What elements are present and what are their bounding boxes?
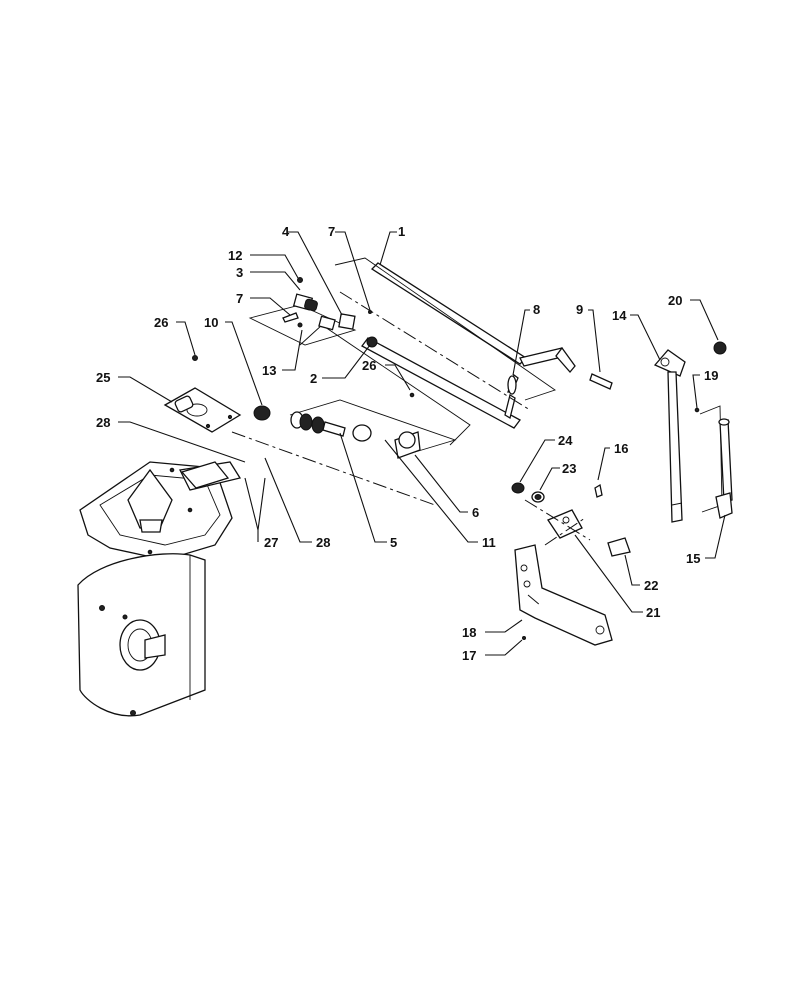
callout-28a: 28 [96, 415, 110, 430]
callout-1: 1 [398, 224, 405, 239]
callout-16: 16 [614, 441, 628, 456]
knob-20 [713, 341, 727, 355]
leader-lines [118, 231, 726, 656]
callout-20: 20 [668, 293, 682, 308]
callout-27: 27 [264, 535, 278, 550]
lever-14 [653, 349, 686, 523]
callout-26a: 26 [154, 315, 168, 330]
bracket-28 [180, 461, 230, 489]
center-shaft-assembly [192, 355, 457, 459]
linkage-assembly-upper [248, 277, 378, 348]
callout-10: 10 [204, 315, 218, 330]
mounting-plate-25 [163, 387, 242, 433]
callout-6: 6 [472, 505, 479, 520]
callout-13: 13 [262, 363, 276, 378]
callout-2: 2 [310, 371, 317, 386]
rod-8 [504, 373, 519, 420]
bracket-18 [514, 544, 613, 646]
lower-rod [299, 324, 521, 446]
center-lines [231, 291, 591, 606]
callout-15: 15 [686, 551, 700, 566]
callout-26b: 26 [362, 358, 376, 373]
rod-15 [694, 405, 733, 519]
callout-28b: 28 [316, 535, 330, 550]
rod-plane [334, 257, 556, 401]
upper-rod-1 [370, 262, 576, 374]
callout-23: 23 [562, 461, 576, 476]
pin-9 [589, 373, 613, 390]
callout-22: 22 [644, 578, 658, 593]
chute-housing-assembly [77, 461, 242, 717]
callout-9: 9 [576, 302, 583, 317]
callout-4: 4 [282, 224, 290, 239]
callout-25: 25 [96, 370, 110, 385]
callout-7a: 7 [236, 291, 243, 306]
callout-21: 21 [646, 605, 660, 620]
callout-11: 11 [482, 535, 496, 550]
callout-7b: 7 [328, 224, 335, 239]
callout-labels: 1 2 3 4 5 6 7 7 8 9 10 11 12 13 14 15 16… [96, 224, 718, 663]
callout-12: 12 [228, 248, 242, 263]
callout-5: 5 [390, 535, 397, 550]
callout-3: 3 [236, 265, 243, 280]
callout-8: 8 [533, 302, 540, 317]
callout-19: 19 [704, 368, 718, 383]
bracket-assembly [511, 482, 631, 557]
callout-18: 18 [462, 625, 476, 640]
callout-17: 17 [462, 648, 476, 663]
callout-14: 14 [612, 308, 627, 323]
callout-24: 24 [558, 433, 573, 448]
